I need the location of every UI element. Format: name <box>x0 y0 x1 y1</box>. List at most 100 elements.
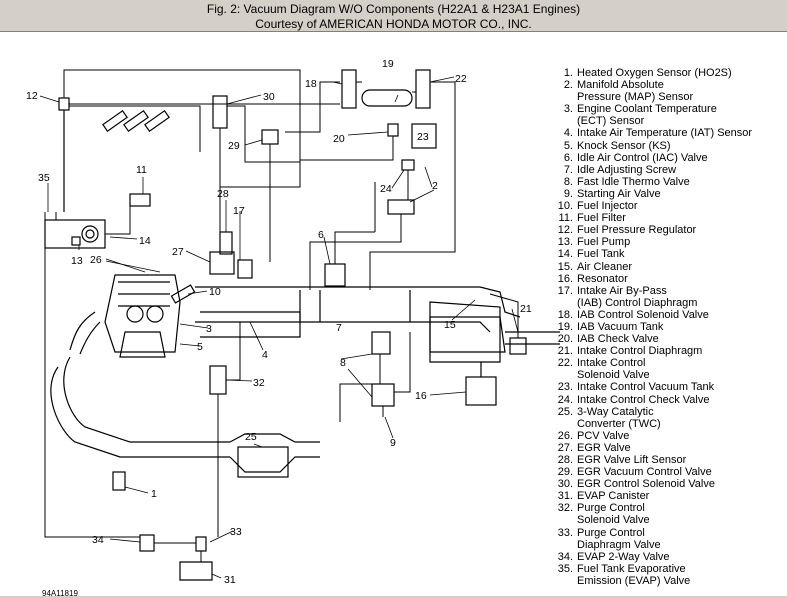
callout-13: 13 <box>71 255 83 267</box>
callout-10: 10 <box>209 286 221 298</box>
callout-19: 19 <box>382 58 394 70</box>
legend-item: 6.Idle Air Control (IAC) Valve <box>552 152 752 164</box>
legend-number: 28. <box>557 454 573 466</box>
legend-text: Fuel Tank Evaporative <box>577 562 686 575</box>
legend-number: 15. <box>557 260 573 273</box>
legend-text-continued: Solenoid Valve <box>577 369 650 382</box>
legend-text: Intake Air Temperature (IAT) Sensor <box>577 127 753 140</box>
legend-item: 13. Fuel Pump <box>552 236 752 248</box>
legend-text: Purge Control <box>577 502 645 515</box>
legend-number: 20. <box>557 333 573 346</box>
legend-item: 28.EGR Valve Lift Sensor <box>552 454 752 466</box>
legend-text: Heated Oxygen Sensor (HO2S) <box>577 67 732 79</box>
callout-28: 28 <box>217 188 229 200</box>
legend-text: IAB Check Valve <box>577 333 659 346</box>
legend-number: 5. <box>563 139 573 152</box>
legend-item: 4. Intake Air Temperature (IAT) Sensor <box>552 127 752 139</box>
legend-item: 1.Heated Oxygen Sensor (HO2S) <box>552 67 752 79</box>
callout-21: 21 <box>520 303 532 315</box>
legend-text: Fuel Pump <box>577 236 631 249</box>
legend-number: 29. <box>557 466 573 479</box>
legend-text: Starting Air Valve <box>577 187 661 200</box>
callout-1: 1 <box>151 488 157 500</box>
legend-number: 31. <box>557 490 573 503</box>
legend-item: 21.Intake Control Diaphragm <box>552 345 752 357</box>
legend-number: 4. <box>563 127 573 140</box>
vacuum-diagram: 1 2 3 4 5 6 7 8 9 10 11 12 13 14 15 16 1… <box>26 58 560 586</box>
legend-item: 26.PCV Valve <box>552 430 752 442</box>
legend-item: 18. IAB Control Solenoid Valve <box>552 309 752 321</box>
callout-25: 25 <box>245 431 257 443</box>
legend-number: 11. <box>558 212 573 225</box>
callout-labels: 1 2 3 4 5 6 7 8 9 10 11 12 13 14 15 16 1… <box>26 58 532 586</box>
legend-item: 34. EVAP 2-Way Valve <box>552 551 752 563</box>
legend-text: EGR Valve <box>577 441 631 454</box>
title-divider <box>0 31 787 32</box>
legend-item: 27.EGR Valve <box>552 442 752 454</box>
legend-text: EGR Vacuum Control Valve <box>577 466 712 479</box>
legend-number: 13. <box>557 236 573 249</box>
callout-6: 6 <box>318 229 324 241</box>
callout-31: 31 <box>224 574 236 586</box>
legend-text: EVAP Canister <box>577 490 650 503</box>
callout-12: 12 <box>26 90 38 102</box>
callout-5: 5 <box>197 341 203 353</box>
component-legend: 1.Heated Oxygen Sensor (HO2S)2.Manifold … <box>552 67 752 587</box>
legend-number: 23. <box>557 381 573 394</box>
callout-11: 11 <box>136 164 147 176</box>
legend-text: Air Cleaner <box>577 260 633 273</box>
legend-number: 26. <box>557 429 573 442</box>
legend-number: 12. <box>557 224 573 237</box>
legend-number: 18. <box>557 308 573 321</box>
legend-item: 29. EGR Vacuum Control Valve <box>552 466 752 478</box>
figure-part-number: 94A11819 <box>42 589 78 598</box>
legend-text-continued: Solenoid Valve <box>577 514 650 527</box>
figure-credit-line: Courtesy of AMERICAN HONDA MOTOR CO., IN… <box>255 17 532 31</box>
legend-text: Intake Control Vacuum Tank <box>577 381 715 394</box>
legend-item: 14.Fuel Tank <box>552 248 752 260</box>
legend-number: 2. <box>563 79 573 92</box>
air-cleaner <box>429 316 560 353</box>
legend-text: Fuel Injector <box>577 200 638 213</box>
legend-item: 24.Intake Control Check Valve <box>552 394 752 406</box>
legend-text: Fuel Tank <box>577 248 625 261</box>
legend-item: 11.Fuel Filter <box>552 212 752 224</box>
legend-text-continued: (IAB) Control Diaphragm <box>577 296 698 309</box>
legend-number: 34. <box>557 550 573 563</box>
fuel-injectors <box>102 110 196 304</box>
legend-text: Intake Control Diaphragm <box>577 345 703 358</box>
legend-number: 17. <box>557 284 573 297</box>
legend-text: Resonator <box>577 272 628 285</box>
legend-text: Purge Control <box>577 526 645 539</box>
legend-number: 16. <box>557 272 573 285</box>
legend-text: EVAP 2-Way Valve <box>577 550 670 563</box>
legend-text: IAB Vacuum Tank <box>577 320 664 333</box>
legend-text: Idle Adjusting Screw <box>577 163 677 176</box>
legend-number: 33. <box>557 526 573 539</box>
legend-number: 30. <box>557 478 573 491</box>
legend-text: Intake Air By-Pass <box>577 284 667 297</box>
legend-text: Fast Idle Thermo Valve <box>577 175 690 188</box>
legend-text-continued: Diaphragm Valve <box>577 538 661 551</box>
legend-text-continued: (ECT) Sensor <box>577 115 645 128</box>
legend-text: IAB Control Solenoid Valve <box>577 308 709 321</box>
legend-number: 9. <box>563 187 573 200</box>
legend-item: 23. Intake Control Vacuum Tank <box>552 381 752 393</box>
callout-32: 32 <box>253 377 265 389</box>
callout-3: 3 <box>206 323 212 335</box>
resonator-shape <box>465 376 497 406</box>
callout-22: 22 <box>455 73 467 85</box>
callout-14: 14 <box>139 235 151 247</box>
leader-lines <box>39 76 519 579</box>
legend-item: 17. Intake Air By-Pass(IAB) Control Diaph… <box>552 285 752 309</box>
diagram-panel <box>0 32 787 596</box>
intake-duct <box>195 286 521 363</box>
callout-8: 8 <box>340 357 346 369</box>
legend-number: 19. <box>557 320 573 333</box>
callout-35: 35 <box>38 172 50 184</box>
